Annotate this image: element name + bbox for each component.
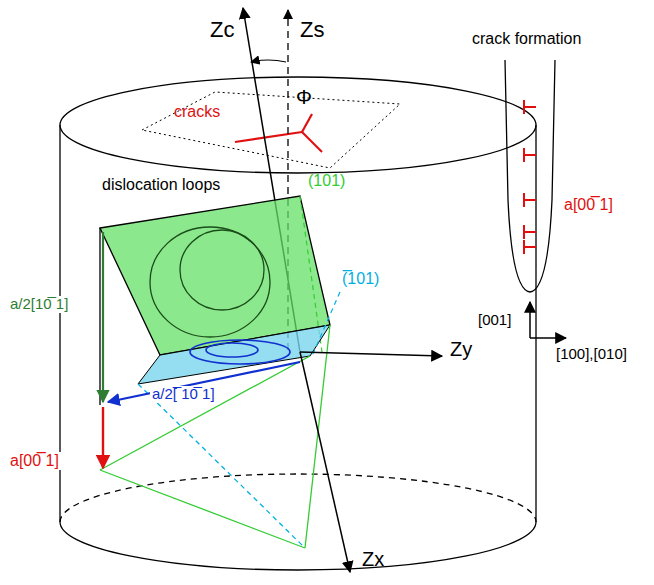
axis-100 xyxy=(530,337,566,339)
crack-region xyxy=(142,92,400,168)
axis-label: Zc xyxy=(208,18,236,42)
crack-symbol xyxy=(235,114,322,152)
crack-label: cracks xyxy=(172,103,222,121)
burgers-label: a/2[10̅ 1] xyxy=(8,296,70,313)
burgers-green xyxy=(102,232,104,402)
plane-label: (101) xyxy=(306,172,347,190)
phi-arc xyxy=(251,60,286,62)
direction-label: [001] xyxy=(476,312,513,329)
burgers-blue xyxy=(108,362,300,402)
burgers-label: a/2[̅ 10̅ 1] xyxy=(150,386,217,403)
small-loops xyxy=(190,340,290,364)
zx-axis xyxy=(300,352,350,572)
dislocation-loops xyxy=(150,227,270,337)
plane-m101-edge xyxy=(312,292,340,356)
burgers-label: a[00̅ 1] xyxy=(562,196,615,214)
section-title: crack formation xyxy=(470,30,583,48)
angle-label: Φ xyxy=(294,86,314,108)
burgers-label: a[00̅ 1] xyxy=(8,452,61,470)
zy-axis xyxy=(300,352,442,356)
direction-label: [100],[010] xyxy=(554,346,629,363)
axis-001 xyxy=(529,302,531,338)
cube-edges xyxy=(100,228,330,548)
loop-label: dislocation loops xyxy=(100,176,222,194)
crack-tip xyxy=(505,60,555,292)
dislocation-symbols xyxy=(524,100,536,254)
axis-label: Zx xyxy=(360,548,386,570)
plane-label: (̅101) xyxy=(340,270,381,288)
axis-label: Zs xyxy=(298,18,326,42)
axis-label: Zy xyxy=(448,338,474,360)
burgers-red xyxy=(102,407,104,468)
cylinder xyxy=(60,77,536,570)
